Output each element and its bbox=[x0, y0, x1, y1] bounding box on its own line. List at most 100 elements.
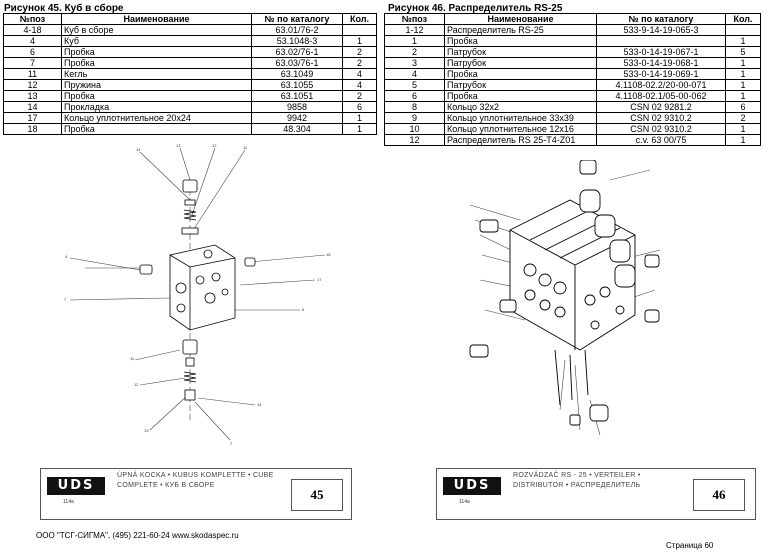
fig45-title-block: UDS 114a ÚPNÁ KOCKA • KUBUS KOMPLETTE • … bbox=[40, 468, 352, 520]
cell-name: Пружина bbox=[61, 79, 252, 91]
cell-name: Кольцо 32х2 bbox=[444, 101, 597, 113]
col-qty: Кол. bbox=[725, 13, 761, 25]
cell-qty: 5 bbox=[725, 46, 761, 58]
cell-catalog: 4.1108-02.2/20-00-071 bbox=[596, 79, 726, 91]
cell-catalog: 533-0-14-19-068-1 bbox=[596, 57, 726, 69]
cell-pos: 11 bbox=[3, 68, 62, 80]
col-catalog: № по каталогу bbox=[251, 13, 343, 25]
svg-text:12: 12 bbox=[212, 143, 217, 148]
cell-name: Кегль bbox=[61, 68, 252, 80]
cell-qty: 2 bbox=[342, 57, 377, 69]
cell-qty: 1 bbox=[725, 35, 761, 47]
cell-qty: 1 bbox=[725, 90, 761, 102]
title-block-text: ÚPNÁ KOCKA • KUBUS KOMPLETTE • CUBE COMP… bbox=[117, 472, 274, 489]
cell-name: Кольцо уплотнительное 33х39 bbox=[444, 112, 597, 124]
page-number: Страница 60 bbox=[666, 541, 714, 550]
cell-name: Пробка bbox=[444, 68, 597, 80]
cell-qty: 2 bbox=[342, 46, 377, 58]
svg-text:17: 17 bbox=[317, 277, 322, 282]
cell-catalog: CSN 02 9310.2 bbox=[596, 112, 726, 124]
svg-text:12: 12 bbox=[134, 382, 139, 387]
figure-page-number: 45 bbox=[291, 479, 343, 511]
cell-catalog: CSN 02 9281.2 bbox=[596, 101, 726, 113]
cell-catalog: 9942 bbox=[251, 112, 343, 124]
col-pos: №поз bbox=[3, 13, 62, 25]
cell-catalog bbox=[596, 35, 726, 47]
svg-text:7: 7 bbox=[230, 441, 233, 446]
svg-text:4: 4 bbox=[65, 254, 68, 259]
cell-pos: 4 bbox=[384, 68, 445, 80]
cell-name: Патрубок bbox=[444, 79, 597, 91]
cell-pos: 17 bbox=[3, 112, 62, 124]
title-block-text: ROZVÁDZAČ RS - 25 • VERTEILER • DISTRIBU… bbox=[513, 472, 641, 489]
cell-catalog: CSN 02 9310.2 bbox=[596, 123, 726, 135]
cell-pos: 4 bbox=[3, 35, 62, 47]
svg-text:13: 13 bbox=[176, 143, 181, 148]
cell-name: Кольцо уплотнительное 12х16 bbox=[444, 123, 597, 135]
svg-text:13: 13 bbox=[144, 428, 149, 433]
cell-catalog: 63.03/76-1 bbox=[251, 57, 343, 69]
cell-pos: 6 bbox=[3, 46, 62, 58]
cell-pos: 13 bbox=[3, 90, 62, 102]
cell-pos: 12 bbox=[3, 79, 62, 91]
cell-qty: 4 bbox=[342, 68, 377, 80]
cell-name: Пробка bbox=[61, 90, 252, 102]
cell-name: Пробка bbox=[61, 57, 252, 69]
logo-subtitle: 114a bbox=[63, 499, 74, 505]
cell-pos: 2 bbox=[384, 46, 445, 58]
cell-qty: 4 bbox=[342, 79, 377, 91]
cell-name: Пробка bbox=[61, 46, 252, 58]
logo-subtitle: 114a bbox=[459, 499, 470, 505]
col-name: Наименование bbox=[444, 13, 597, 25]
cell-pos: 18 bbox=[3, 123, 62, 135]
cell-qty: 1 bbox=[725, 79, 761, 91]
cell-name: Куб bbox=[61, 35, 252, 47]
cell-qty: 1 bbox=[725, 57, 761, 69]
cell-catalog: 63.01/76-2 bbox=[251, 24, 343, 36]
fig46-caption: Рисунок 46. Распределитель RS-25 bbox=[388, 3, 563, 14]
svg-text:6: 6 bbox=[302, 307, 305, 312]
cell-name: Распределитель RS 25-T4-Z01 bbox=[444, 134, 597, 146]
figure-page-number: 46 bbox=[693, 479, 745, 511]
cell-pos: 10 bbox=[384, 123, 445, 135]
cell-qty: 6 bbox=[342, 101, 377, 113]
cell-pos: 8 bbox=[384, 101, 445, 113]
cell-catalog: 533-0-14-19-067-1 bbox=[596, 46, 726, 58]
svg-text:11: 11 bbox=[130, 356, 135, 361]
cell-qty: 2 bbox=[725, 112, 761, 124]
cell-catalog: 53.1048-3 bbox=[251, 35, 343, 47]
cell-pos: 12 bbox=[384, 134, 445, 146]
cell-name: Распределитель RS-25 bbox=[444, 24, 597, 36]
col-pos: №поз bbox=[384, 13, 445, 25]
cell-pos: 7 bbox=[3, 57, 62, 69]
col-name: Наименование bbox=[61, 13, 252, 25]
cell-pos: 3 bbox=[384, 57, 445, 69]
cell-catalog: с.v. 63 00/75 bbox=[596, 134, 726, 146]
cell-name: Пробка bbox=[61, 123, 252, 135]
cell-qty: 1 bbox=[725, 123, 761, 135]
cell-pos: 5 bbox=[384, 79, 445, 91]
cell-name: Патрубок bbox=[444, 46, 597, 58]
cell-catalog: 533-0-14-19-069-1 bbox=[596, 68, 726, 80]
fig46-distributor-drawing bbox=[469, 160, 661, 436]
fig46-parts-table: №поз Наименование № по каталогу Кол. 1-1… bbox=[384, 13, 761, 146]
company-footer: ООО "ТСГ-СИГМА", (495) 221-60-24 www.sko… bbox=[36, 531, 239, 540]
cell-catalog: 9858 bbox=[251, 101, 343, 113]
cell-catalog: 63.1049 bbox=[251, 68, 343, 80]
